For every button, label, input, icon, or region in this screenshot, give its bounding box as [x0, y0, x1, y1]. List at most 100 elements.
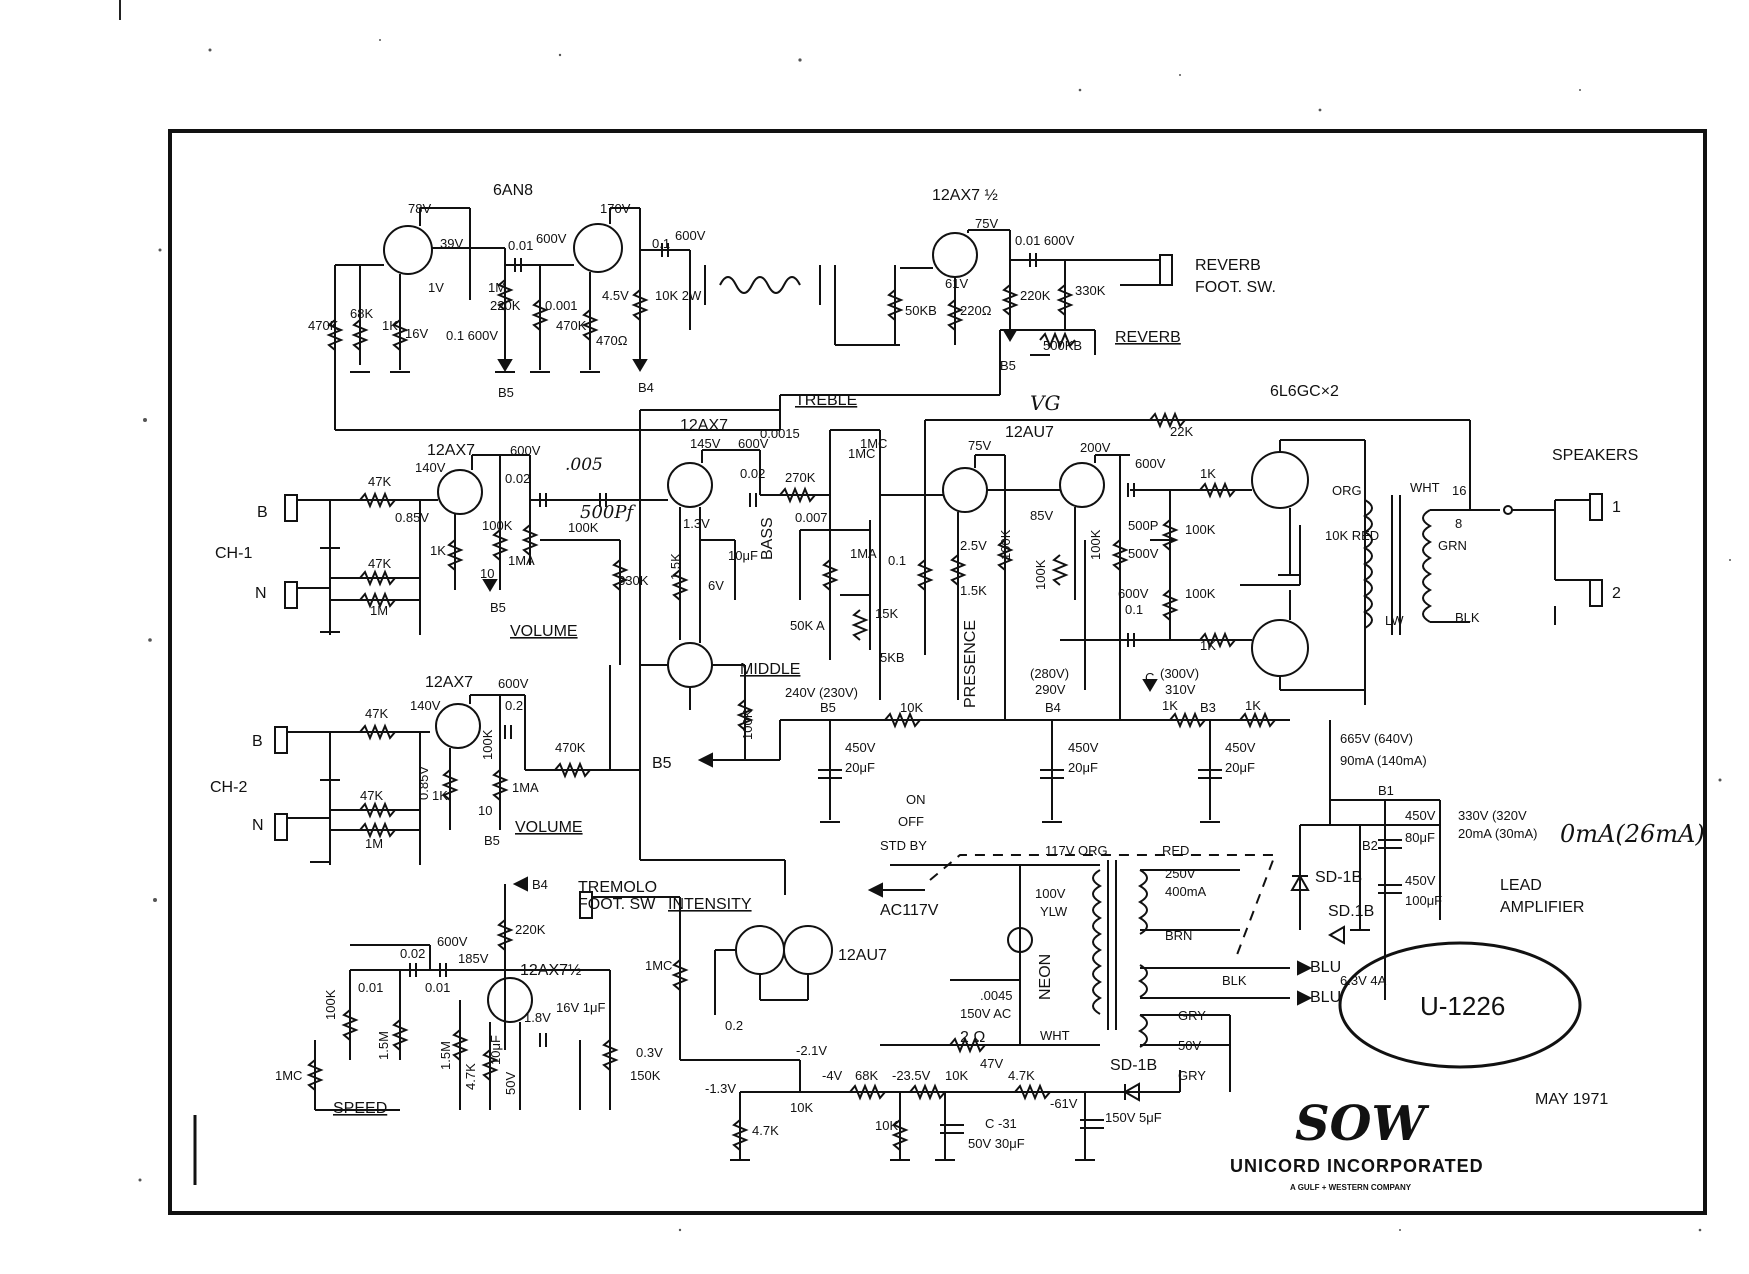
value-label: 75V [968, 438, 991, 453]
value-label: 330K [618, 573, 649, 588]
value-label: 75V [975, 216, 998, 231]
middle-control-label: MIDDLE [740, 661, 800, 678]
value-label: 330V (320V [1458, 808, 1527, 823]
value-label: 0.85V [416, 766, 431, 800]
value-label: 145V [690, 436, 721, 451]
reverb-foot-sw-label-2: FOOT. SW. [1195, 279, 1276, 296]
value-label: BRN [1165, 928, 1192, 943]
value-label: 1MA [512, 780, 539, 795]
value-label: 68K [350, 306, 373, 321]
value-label: 1K [1162, 698, 1178, 713]
value-label: C [1145, 670, 1154, 685]
value-label: -4V [822, 1068, 843, 1083]
tube-12au7-pi: 12AU7 [1005, 424, 1054, 441]
value-label: (300V) [1160, 666, 1199, 681]
value-label: 1MC [848, 446, 875, 461]
value-label: B5 [490, 600, 506, 615]
tube-12ax7-ch1: 12AX7 [427, 442, 475, 459]
value-label: BLU [1310, 959, 1341, 976]
value-label: 47K [368, 474, 391, 489]
on-label: ON [906, 792, 926, 807]
value-label: 80μF [1405, 830, 1435, 845]
value-label: 1.3V [683, 516, 710, 531]
value-label: B4 [638, 380, 654, 395]
value-label: 600V [437, 934, 468, 949]
value-label: 150K [630, 1068, 661, 1083]
off-label: OFF [898, 814, 924, 829]
value-label: 0.2 [725, 1018, 743, 1033]
value-label: 220K [490, 298, 521, 313]
diodes [1122, 873, 1345, 1102]
value-label: 39V [440, 236, 463, 251]
value-label: 450V [1068, 740, 1099, 755]
value-label: 1MC [275, 1068, 302, 1083]
value-label: 0.85V [395, 510, 429, 525]
value-label: 220Ω [960, 303, 992, 318]
value-label: 600V [1118, 586, 1149, 601]
ch1-jack-n: N [255, 585, 267, 602]
value-label: 140V [410, 698, 441, 713]
value-label: 10 [480, 566, 494, 581]
value-label: 6.3V 4A [1340, 973, 1387, 988]
value-label: 450V [845, 740, 876, 755]
value-label: B5 [484, 833, 500, 848]
treble-control-label: TREBLE [795, 392, 857, 409]
neon-label: NEON [1037, 954, 1054, 1000]
value-label: 665V (640V) [1340, 731, 1413, 746]
value-label: 470K [556, 318, 587, 333]
value-label: 10K [945, 1068, 968, 1083]
value-label: 22K [1170, 424, 1193, 439]
value-label: 10K [790, 1100, 813, 1115]
value-label: 50V [1178, 1038, 1201, 1053]
value-label: 400mA [1165, 884, 1207, 899]
tube-6l6: 6L6GC×2 [1270, 383, 1339, 400]
reverb-control-label: REVERB [1115, 329, 1181, 346]
value-label: 100K [1185, 586, 1216, 601]
value-label: 1MC [860, 436, 887, 451]
value-label: -61V [1050, 1096, 1078, 1111]
value-label: 1MA [850, 546, 877, 561]
model-circle [1338, 941, 1582, 1069]
value-label: 0.02 [400, 946, 425, 961]
value-label: GRY [1178, 1008, 1206, 1023]
value-label: (280V) [1030, 666, 1069, 681]
value-label: .0045 [980, 988, 1013, 1003]
value-label: 600V [536, 231, 567, 246]
value-label: B5 [820, 700, 836, 715]
value-label: 5KB [880, 650, 905, 665]
speakers-label: SPEAKERS [1552, 447, 1638, 464]
value-label: 185V [458, 951, 489, 966]
tremolo-label-2: FOOT. SW [578, 896, 656, 913]
value-label: 170V [600, 201, 631, 216]
value-label: 1K [430, 543, 446, 558]
value-label: -2.1V [796, 1043, 827, 1058]
value-label: C -31 [985, 1116, 1017, 1131]
value-label: 200V [1080, 440, 1111, 455]
handwritten-ma: 0mA(26mA) [1560, 820, 1705, 848]
value-label: 1K [1245, 698, 1261, 713]
value-label: 1K [382, 318, 398, 333]
value-label: 10K [900, 700, 923, 715]
company-subtitle: A GULF + WESTERN COMPANY [1290, 1183, 1412, 1192]
lead-label-1: LEAD [1500, 877, 1542, 894]
value-label: 450V [1405, 808, 1436, 823]
value-label: 0.0015 [760, 426, 800, 441]
value-label: BLK [1455, 610, 1480, 625]
value-label: 470Ω [596, 333, 628, 348]
value-label: SD-1B [1315, 869, 1362, 886]
value-label: SD.1B [1328, 903, 1374, 920]
value-label: 600V [1135, 456, 1166, 471]
value-label: LW [1385, 613, 1404, 628]
value-label: -1.3V [705, 1081, 736, 1096]
tremolo-label-1: TREMOLO [578, 879, 657, 896]
value-label: 240V (230V) [785, 685, 858, 700]
value-label: 1M [488, 280, 506, 295]
value-label: 0.1 600V [446, 328, 498, 343]
value-label: BLU [1310, 989, 1341, 1006]
ch2-label: CH-2 [210, 779, 247, 796]
value-label: 500KB [1043, 338, 1082, 353]
value-label: 16 [1452, 483, 1466, 498]
value-label: 50V 30μF [968, 1136, 1025, 1151]
value-label: 6V [708, 578, 724, 593]
